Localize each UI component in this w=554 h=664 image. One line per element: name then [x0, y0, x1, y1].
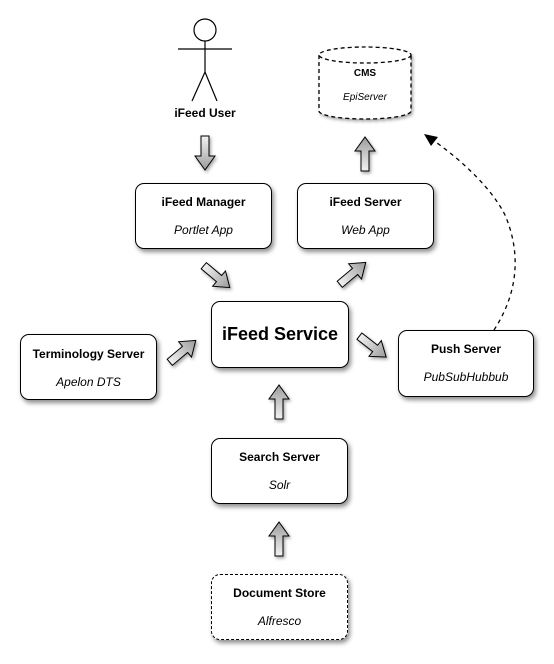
- node-title: iFeed Service: [221, 324, 339, 344]
- search-server-node: Search Server Solr: [211, 438, 348, 504]
- ifeed-manager-node: iFeed Manager Portlet App: [135, 183, 272, 249]
- node-subtitle: PubSubHubbub: [423, 370, 509, 384]
- node-subtitle: Apelon DTS: [56, 375, 121, 389]
- arrow-terminology-to-service: [166, 339, 197, 367]
- cms-database-icon: [318, 46, 412, 120]
- arrow-user-to-manager: [194, 135, 216, 171]
- document-store-node: Document Store Alfresco: [211, 574, 348, 640]
- arrow-manager-to-service: [200, 261, 231, 289]
- node-subtitle: Web App: [341, 223, 390, 237]
- push-to-cms-arrowhead: [424, 134, 438, 146]
- node-title: iFeed Manager: [161, 195, 246, 209]
- ifeed-server-node: iFeed Server Web App: [297, 183, 434, 249]
- arrow-service-to-server: [336, 261, 367, 289]
- user-label: iFeed User: [174, 106, 236, 120]
- cms-node: CMS EpiServer: [319, 62, 411, 122]
- push-server-node: Push Server PubSubHubbub: [398, 330, 534, 397]
- terminology-server-node: Terminology Server Apelon DTS: [20, 334, 157, 400]
- node-title: Terminology Server: [32, 347, 145, 361]
- cms-subtitle: EpiServer: [343, 92, 387, 103]
- user-figure-icon: [178, 18, 232, 102]
- arrow-service-to-push: [356, 332, 387, 358]
- node-subtitle: Portlet App: [174, 223, 233, 237]
- arrow-store-to-search: [268, 521, 290, 557]
- ifeed-service-node: iFeed Service: [211, 301, 349, 368]
- arrow-search-to-service: [268, 384, 290, 420]
- node-title: Search Server: [239, 450, 320, 464]
- node-title: Push Server: [430, 342, 502, 356]
- node-subtitle: Solr: [268, 478, 291, 492]
- node-title: iFeed Server: [329, 195, 402, 209]
- arrow-server-to-cms: [354, 136, 376, 172]
- push-to-cms-connector: [429, 137, 516, 331]
- node-title: Document Store: [233, 586, 326, 600]
- node-subtitle: Alfresco: [257, 614, 302, 628]
- cms-title: CMS: [353, 68, 377, 79]
